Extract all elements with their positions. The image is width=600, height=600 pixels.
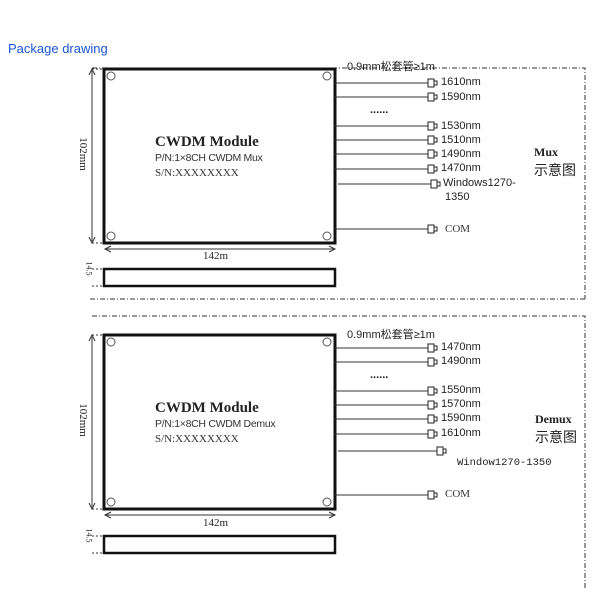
mounting-hole-icon <box>322 231 332 241</box>
mux-ellipsis: ...... <box>370 104 389 116</box>
mounting-hole-icon <box>106 337 116 347</box>
connector-icon <box>436 446 444 456</box>
connector-icon <box>427 400 435 410</box>
page-title: Package drawing <box>8 41 108 56</box>
connector-icon <box>433 166 438 172</box>
mounting-hole-icon <box>106 497 116 507</box>
mounting-hole-icon <box>106 231 116 241</box>
connector-icon <box>427 343 435 353</box>
connector-icon <box>433 388 438 394</box>
demux-thickness-dim: 14.5 <box>84 528 94 543</box>
mux-module-name: CWDM Module <box>155 134 259 150</box>
mux-com-label: COM <box>445 223 471 235</box>
connector-icon <box>427 429 435 439</box>
connector-icon <box>427 121 435 131</box>
connector-icon <box>427 78 435 88</box>
connector-icon <box>427 92 435 102</box>
mux-width-dim: 142m <box>203 250 229 262</box>
demux-port-label: 1590nm <box>441 412 481 424</box>
mux-port-label: 1470nm <box>441 162 481 174</box>
demux-part-number: P/N:1×8CH CWDM Demux <box>155 418 276 430</box>
demux-window-label: Window1270-1350 <box>457 457 552 469</box>
mux-side-label: Mux <box>534 145 558 159</box>
mux-port-label: 1530nm <box>441 120 481 132</box>
mux-side-label-cn: 示意图 <box>534 162 576 178</box>
demux-side-label: Demux <box>535 412 572 426</box>
module-body <box>102 333 337 511</box>
demux-port-label: 1470nm <box>441 341 481 353</box>
connector-icon <box>427 490 435 500</box>
connector-icon <box>427 357 435 367</box>
connector-icon <box>433 416 438 422</box>
demux-port-label: 1610nm <box>441 427 481 439</box>
module-body <box>102 67 337 245</box>
mounting-hole-icon <box>322 71 332 81</box>
connector-icon <box>427 164 435 174</box>
module-side-view <box>102 267 337 288</box>
dimension-arrow-icon <box>103 511 337 519</box>
dimension-arrow-icon <box>103 245 337 253</box>
mounting-hole-icon <box>106 71 116 81</box>
mounting-hole-icon <box>322 497 332 507</box>
connector-icon <box>433 402 438 408</box>
connector-icon <box>433 80 438 86</box>
connector-icon <box>433 345 438 351</box>
connector-icon <box>433 431 438 437</box>
connector-icon <box>433 492 438 498</box>
demux-height-dim: 102mm <box>76 403 89 437</box>
connector-icon <box>433 151 438 157</box>
connector-icon <box>433 94 438 100</box>
connector-icon <box>427 149 435 159</box>
module-side-view <box>102 534 337 555</box>
connector-icon <box>430 179 438 189</box>
mux-port-label: 1490nm <box>441 148 481 160</box>
mux-port-label: 1590nm <box>441 91 481 103</box>
connector-icon <box>436 181 441 187</box>
connector-icon <box>433 359 438 365</box>
connector-icon <box>433 137 438 143</box>
mux-port-label: 1610nm <box>441 76 481 88</box>
mux-window-label: Windows1270- <box>443 177 516 189</box>
mux-part-number: P/N:1×8CH CWDM Mux <box>155 152 263 164</box>
demux-tube-label: 0.9mm松套管≥1m <box>347 329 435 341</box>
connector-icon <box>427 135 435 145</box>
mux-serial-number: S/N:XXXXXXXX <box>155 167 239 179</box>
demux-serial-number: S/N:XXXXXXXX <box>155 433 239 445</box>
demux-port-label: 1490nm <box>441 355 481 367</box>
demux-com-label: COM <box>445 488 471 500</box>
demux-ellipsis: ...... <box>370 369 389 381</box>
demux-port-label: 1570nm <box>441 398 481 410</box>
connector-icon <box>427 414 435 424</box>
mounting-hole-icon <box>322 337 332 347</box>
mux-thickness-dim: 14.5 <box>84 261 94 276</box>
connector-icon <box>427 224 435 234</box>
mux-window-label-2: 1350 <box>445 191 470 203</box>
demux-port-label: 1550nm <box>441 384 481 396</box>
demux-width-dim: 142m <box>203 517 229 529</box>
connector-icon <box>433 226 438 232</box>
mux-diagram <box>88 67 441 288</box>
mux-height-dim: 102mm <box>76 137 89 171</box>
demux-module-name: CWDM Module <box>155 400 259 416</box>
demux-diagram <box>88 333 447 555</box>
demux-side-label-cn: 示意图 <box>535 429 577 445</box>
mux-tube-label: 0.9mm松套管≥1m <box>347 61 435 73</box>
connector-icon <box>433 123 438 129</box>
connector-icon <box>427 386 435 396</box>
connector-icon <box>442 448 447 454</box>
mux-port-label: 1510nm <box>441 134 481 146</box>
